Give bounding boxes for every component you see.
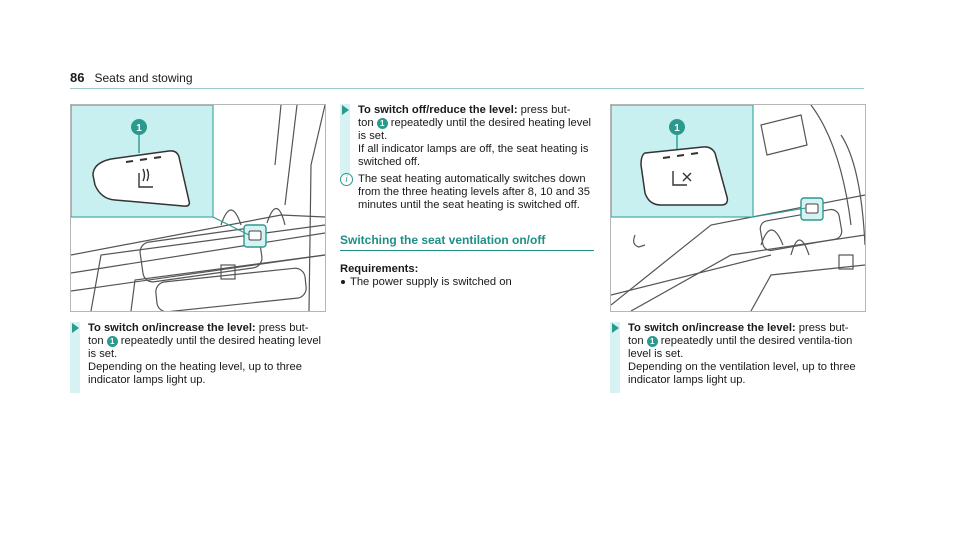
step-text: If all indicator lamps are off, the seat… bbox=[358, 143, 589, 168]
col1-step: To switch on/increase the level: press b… bbox=[70, 322, 324, 393]
section-heading: Switching the seat ventilation on/off bbox=[340, 234, 594, 251]
step-arrow-icon bbox=[72, 323, 79, 333]
step-text: repeatedly until the desired heating lev… bbox=[358, 117, 592, 142]
callout-1-badge-2 bbox=[669, 119, 685, 135]
note-text: The seat heating automatically switches … bbox=[358, 173, 590, 211]
seat-button-closeup-2 bbox=[640, 146, 729, 206]
step-bar bbox=[340, 104, 350, 175]
info-icon: i bbox=[340, 173, 353, 186]
step-title: To switch off/reduce the level: bbox=[358, 104, 518, 116]
info-note: i The seat heating automatically switche… bbox=[340, 173, 594, 212]
callout-1-inline: 1 bbox=[376, 118, 388, 129]
figure-door-panel-ventilation: 1 bbox=[610, 104, 866, 312]
step-text: repeatedly until the desired ventila-tio… bbox=[628, 335, 853, 360]
step-text: press but- bbox=[520, 104, 571, 116]
step-title: To switch on/increase the level: bbox=[628, 322, 796, 334]
door-panel-illustration: 1 bbox=[71, 105, 325, 311]
callout-1-inline: 1 bbox=[106, 336, 118, 347]
step-text: Depending on the ventilation level, up t… bbox=[628, 361, 856, 386]
callout-1-label: 1 bbox=[136, 123, 142, 134]
col1-instructions: To switch on/increase the level: press b… bbox=[70, 322, 324, 393]
col3-step: To switch on/increase the level: press b… bbox=[610, 322, 864, 393]
header-rule bbox=[70, 88, 864, 89]
col2-step: To switch off/reduce the level: press bu… bbox=[340, 104, 594, 175]
callout-1-inline: 1 bbox=[646, 336, 658, 347]
step-text: ton bbox=[358, 117, 374, 129]
door-panel-illustration-2: 1 bbox=[611, 105, 865, 311]
callout-1-label-2: 1 bbox=[674, 123, 680, 134]
step-text: ton bbox=[88, 335, 104, 347]
step-title: To switch on/increase the level: bbox=[88, 322, 256, 334]
step-text: Depending on the heating level, up to th… bbox=[88, 361, 302, 386]
requirement-item: The power supply is switched on bbox=[340, 276, 594, 289]
seat-heating-icon bbox=[138, 168, 153, 188]
col2-instructions: To switch off/reduce the level: press bu… bbox=[340, 104, 594, 289]
requirements-title: Requirements: bbox=[340, 263, 419, 275]
step-arrow-icon bbox=[342, 105, 349, 115]
step-text: press but- bbox=[798, 322, 849, 334]
callout-1-badge bbox=[131, 119, 147, 135]
section-name: Seats and stowing bbox=[94, 71, 193, 85]
page-number: 86 bbox=[70, 70, 85, 85]
figure-door-panel-heating: 1 bbox=[70, 104, 326, 312]
page-header: 86 Seats and stowing bbox=[70, 70, 193, 85]
seat-button-closeup bbox=[92, 150, 191, 207]
seat-ventilation-icon bbox=[672, 171, 692, 186]
step-bar bbox=[70, 322, 80, 393]
step-bar bbox=[610, 322, 620, 393]
step-arrow-icon bbox=[612, 323, 619, 333]
step-text: repeatedly until the desired heating lev… bbox=[88, 335, 322, 360]
step-text: press but- bbox=[258, 322, 309, 334]
col3-instructions: To switch on/increase the level: press b… bbox=[610, 322, 864, 393]
step-text: ton bbox=[628, 335, 644, 347]
